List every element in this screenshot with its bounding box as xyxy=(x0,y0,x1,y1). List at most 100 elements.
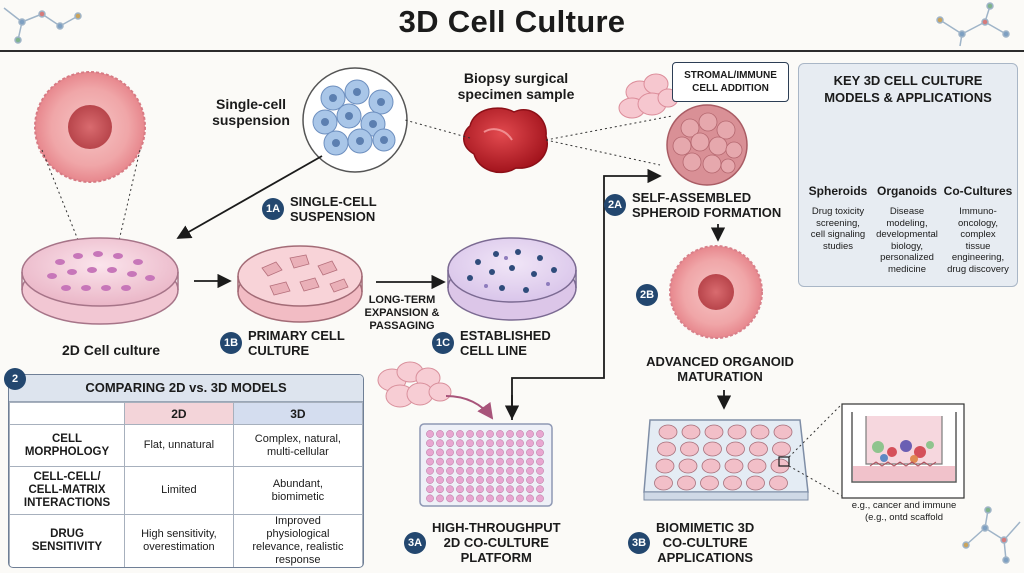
well xyxy=(773,424,793,440)
well xyxy=(526,494,534,503)
well xyxy=(526,448,534,457)
step-1b: 1B PRIMARY CELL CULTURE xyxy=(220,328,345,358)
well xyxy=(516,457,524,466)
key-model-name: Co-Cultures xyxy=(943,184,1013,198)
well xyxy=(526,430,534,438)
well xyxy=(436,457,444,466)
well xyxy=(655,458,675,474)
single-cell-suspension-illustration xyxy=(302,67,408,173)
well xyxy=(476,476,484,484)
well xyxy=(526,457,534,466)
spheroid-illustration xyxy=(666,104,748,186)
well xyxy=(446,448,454,457)
organoid-illustration xyxy=(669,245,763,339)
key-model-cocultures: Co-Cultures Immuno- oncology, complex ti… xyxy=(943,184,1013,275)
well xyxy=(476,439,484,448)
well xyxy=(724,458,744,474)
well xyxy=(466,485,474,494)
page-title: 3D Cell Culture xyxy=(398,4,626,39)
well-plate-3a-illustration xyxy=(419,423,553,507)
step-1a: 1A SINGLE-CELL SUSPENSION xyxy=(262,194,377,224)
well xyxy=(516,448,524,457)
label-biopsy-specimen: Biopsy surgical specimen sample xyxy=(457,70,575,102)
well xyxy=(526,476,534,484)
well xyxy=(536,485,544,494)
well xyxy=(476,448,484,457)
well xyxy=(486,430,494,438)
well xyxy=(701,458,721,474)
well xyxy=(506,485,514,494)
well xyxy=(516,439,524,448)
coculture-cluster-illustration xyxy=(377,361,452,408)
key-model-name: Spheroids xyxy=(808,184,868,198)
column-header-2d: 2D xyxy=(124,402,234,425)
well xyxy=(446,494,454,503)
well xyxy=(496,466,504,475)
well xyxy=(654,475,673,491)
cell-3d: Complex, natural, multi-cellular xyxy=(232,424,363,467)
step-label: SELF-ASSEMBLED SPHEROID FORMATION xyxy=(632,190,782,220)
well xyxy=(446,430,454,438)
well xyxy=(496,485,504,494)
step-2b: 2B xyxy=(636,284,658,306)
stromal-cluster-illustration xyxy=(618,73,679,119)
well xyxy=(476,494,484,503)
step-badge: 3A xyxy=(404,531,426,554)
well xyxy=(436,485,444,494)
step-label: ESTABLISHED CELL LINE xyxy=(460,328,551,358)
well xyxy=(678,458,698,474)
dish-2d-illustration xyxy=(21,237,179,325)
well xyxy=(506,457,514,466)
well xyxy=(486,466,494,475)
well xyxy=(426,430,434,438)
well xyxy=(723,475,742,491)
key-models-panel: KEY 3D CELL CULTURE MODELS & APPLICATION… xyxy=(798,63,1018,287)
well xyxy=(426,466,434,475)
well xyxy=(426,494,434,503)
cell-3d: Improved physiological relevance, realis… xyxy=(232,514,363,567)
well xyxy=(506,476,514,484)
step-label: PRIMARY CELL CULTURE xyxy=(248,328,345,358)
well xyxy=(426,476,434,484)
well xyxy=(446,485,454,494)
well xyxy=(750,424,770,440)
well xyxy=(536,448,544,457)
transwell-insert-illustration xyxy=(841,403,965,499)
comparison-panel: COMPARING 2D vs. 3D MODELS 2D 3D CELL MO… xyxy=(8,374,364,568)
tissue-cell-illustration xyxy=(34,71,146,246)
well xyxy=(466,457,474,466)
well xyxy=(446,439,454,448)
step-label: HIGH-THROUGHPUT 2D CO-CULTURE PLATFORM xyxy=(432,520,561,565)
well xyxy=(506,494,514,503)
well xyxy=(476,430,484,438)
well xyxy=(526,466,534,475)
cell-3d: Abundant, biomimetic xyxy=(232,466,363,515)
step-badge: 1B xyxy=(220,332,242,354)
table-row: CELL MORPHOLOGY Flat, unnatural Complex,… xyxy=(9,424,363,467)
well xyxy=(466,439,474,448)
dish-cell-line-illustration xyxy=(447,237,577,321)
step-badge: 2B xyxy=(636,284,658,306)
well xyxy=(536,457,544,466)
well xyxy=(466,448,474,457)
cell-2d: High sensitivity, overestimation xyxy=(124,514,234,567)
well xyxy=(476,457,484,466)
cell-2d: Flat, unnatural xyxy=(124,424,234,467)
well xyxy=(700,475,719,491)
step-badge: 3B xyxy=(628,531,650,554)
step-label: SINGLE-CELL SUSPENSION xyxy=(290,194,377,224)
label-long-term-expansion: LONG-TERM EXPANSION & PASSAGING xyxy=(364,294,440,332)
well xyxy=(516,466,524,475)
row-header: CELL-CELL/ CELL-MATRIX INTERACTIONS xyxy=(9,466,125,515)
column-header-3d: 3D xyxy=(232,402,363,425)
well-plate-3b-illustration xyxy=(643,403,843,501)
comparison-badge: 2 xyxy=(4,368,26,390)
label-2d-cell-culture: 2D Cell culture xyxy=(62,342,161,358)
row-header: DRUG SENSITIVITY xyxy=(9,514,125,567)
well xyxy=(496,430,504,438)
well xyxy=(772,441,791,457)
molecule-decoration-bottom-right xyxy=(962,506,1021,564)
well xyxy=(426,457,434,466)
well xyxy=(456,439,464,448)
well xyxy=(486,476,494,484)
